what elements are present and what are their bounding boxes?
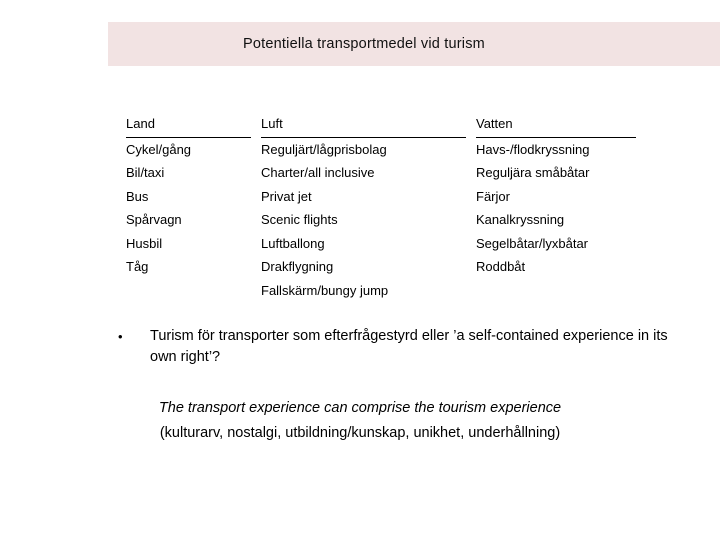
bullet-text: Turism för transporter som efterfrågesty… [150,328,668,365]
cell-land: Tåg [126,259,149,274]
cell-luft: Reguljärt/lågprisbolag [261,141,387,157]
cell-land: Bus [126,188,149,204]
cell-vatten [476,279,646,303]
cell-luft: Luftballong [261,235,325,251]
cell-land: Husbil [126,235,163,251]
italic-statement: The transport experience can comprise th… [158,400,562,416]
cell-land [126,279,261,303]
cell-vatten: Färjor [476,188,510,204]
table-row: Husbil Luftballong Segelbåtar/lyxbåtar [126,232,646,256]
cell-vatten: Kanalkryssning [476,212,565,227]
table-row: Bus Privat jet Färjor [126,185,646,209]
cell-luft: Scenic flights [261,212,338,227]
transport-table: Land Luft Vatten Cykel/gång Reguljärt/lå… [126,112,646,302]
bullet-marker-icon: • [118,329,123,344]
table-row: Spårvagn Scenic flights Kanalkryssning [126,208,646,232]
parenthetical-statement: (kulturarv, nostalgi, utbildning/kunskap… [159,425,561,441]
cell-luft: Drakflygning [261,259,334,274]
title-band: Potentiella transportmedel vid turism [108,22,720,66]
cell-vatten: Reguljära småbåtar [476,165,590,180]
column-header-vatten: Vatten [476,112,636,138]
cell-luft: Privat jet [261,188,312,204]
cell-land: Bil/taxi [126,165,165,180]
cell-vatten: Havs-/flodkryssning [476,141,590,157]
cell-luft: Fallskärm/bungy jump [261,282,389,298]
cell-land: Cykel/gång [126,141,192,157]
table-row: Tåg Drakflygning Roddbåt [126,255,646,279]
table-row: Fallskärm/bungy jump [126,279,646,303]
column-header-land: Land [126,112,251,138]
cell-vatten: Roddbåt [476,259,526,274]
cell-land: Spårvagn [126,212,182,227]
cell-vatten: Segelbåtar/lyxbåtar [476,235,589,251]
page-title: Potentiella transportmedel vid turism [243,36,485,52]
cell-luft: Charter/all inclusive [261,165,375,180]
table-row: Bil/taxi Charter/all inclusive Reguljära… [126,161,646,185]
table-row: Cykel/gång Reguljärt/lågprisbolag Havs-/… [126,138,646,162]
bullet-item: • Turism för transporter som efterfråges… [112,326,672,368]
table-header-row: Land Luft Vatten [126,112,646,138]
column-header-luft: Luft [261,112,466,138]
